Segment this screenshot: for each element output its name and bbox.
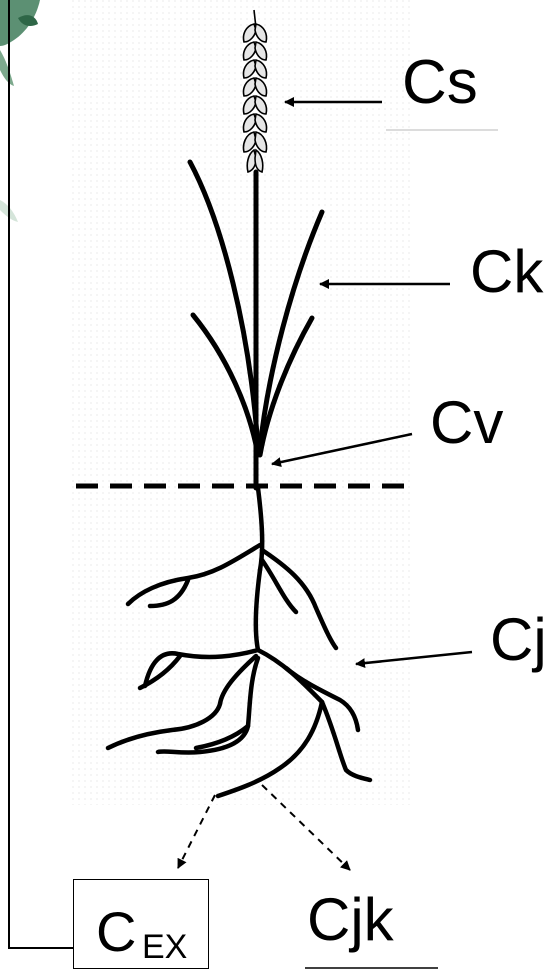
dashed-arrow-left [178, 795, 215, 868]
cex-subscript: EX [142, 930, 187, 964]
cex-connector-line [9, 0, 73, 948]
label-cs: Cs [402, 52, 478, 114]
label-cv: Cv [430, 393, 503, 453]
cex-main-letter: C [96, 904, 136, 960]
label-ck: Ck [470, 242, 543, 302]
corner-leaf-decoration [0, 0, 40, 222]
cex-box: C EX [73, 879, 209, 969]
label-cjk: Cjk [307, 890, 394, 950]
label-cj: Cj [490, 610, 547, 670]
